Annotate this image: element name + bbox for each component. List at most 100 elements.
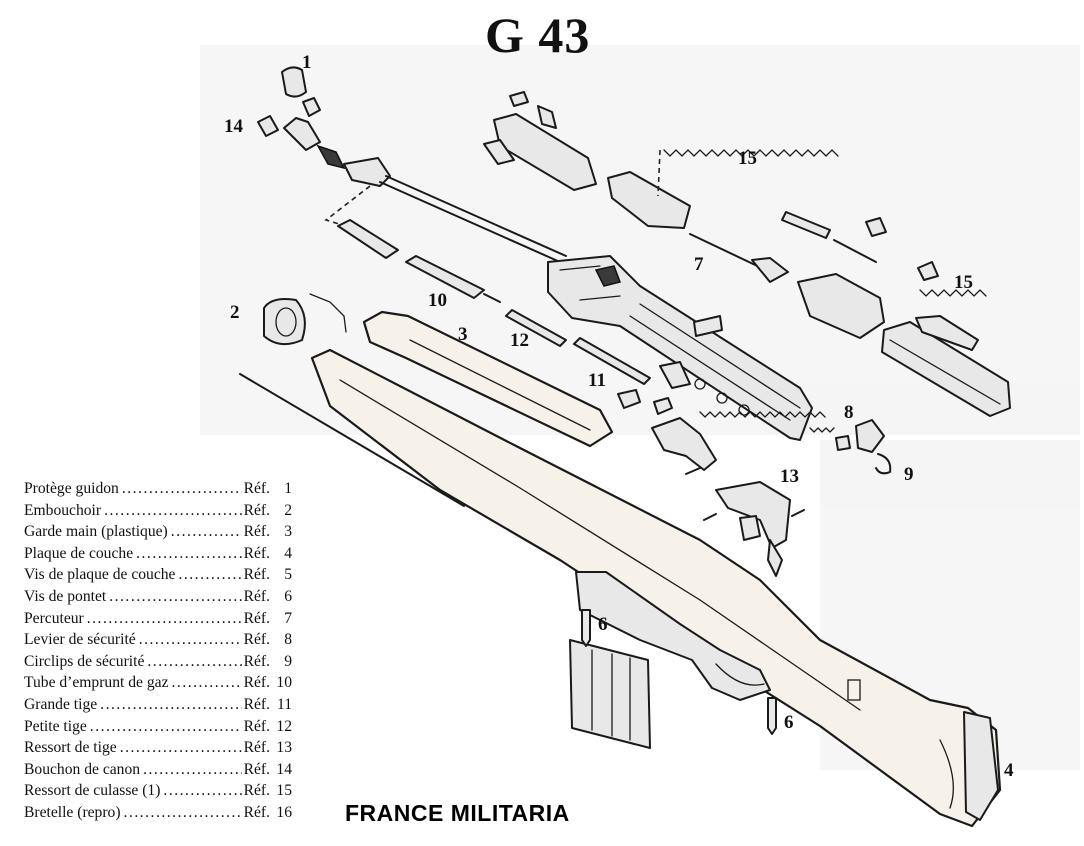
legend-row: Bretelle (repro)........................… [24, 802, 292, 824]
legend-row: Ressort de tige.........................… [24, 737, 292, 759]
legend-row: Plaque de couche........................… [24, 543, 292, 565]
callout-label: 8 [844, 402, 854, 423]
legend-part-name: Protège guidon [24, 480, 119, 497]
legend-ref-number: 8 [284, 631, 292, 649]
legend-row: Grande tige.............................… [24, 694, 292, 716]
legend-ref: Réf. [243, 587, 270, 605]
callout-label: 6 [784, 712, 794, 733]
legend-part-name: Petite tige [24, 717, 87, 735]
front-sight-protector-part [281, 66, 321, 117]
recoil-spring-part [663, 149, 839, 157]
trigger-group-part [617, 315, 826, 577]
legend-ref: Réf. [243, 652, 270, 670]
callout-label: 7 [694, 254, 704, 275]
legend-ref: Réf. [243, 631, 270, 649]
legend-part-name: Tube d’emprunt de gaz [24, 674, 169, 692]
magazine-part [569, 639, 651, 749]
legend-ref: Réf. [243, 695, 270, 713]
legend-row: Vis de pontet...........................… [24, 586, 292, 608]
legend-part-name: Plaque de couche [24, 544, 134, 562]
legend-part-name: Circlips de sécurité [24, 652, 145, 670]
legend-ref-number: 1 [284, 480, 292, 497]
callout-label: 11 [588, 370, 606, 391]
legend-row: Ressort de culasse (1)..................… [24, 780, 292, 802]
small-rod-part [505, 309, 567, 347]
legend-part-name: Vis de pontet [24, 587, 107, 605]
legend-row: Vis de plaque de couche.................… [24, 564, 292, 586]
callout-label: 10 [428, 290, 447, 311]
legend-ref: Réf. [243, 566, 270, 584]
callout-label: 4 [1004, 760, 1014, 781]
legend-part-name: Bretelle (repro) [24, 803, 121, 821]
legend-ref-number: 6 [284, 587, 292, 605]
legend-ref-number: 9 [284, 652, 292, 670]
buttplate-part [963, 711, 999, 821]
long-rod-part [573, 337, 651, 385]
callout-label: 9 [904, 464, 914, 485]
receiver-part [547, 255, 813, 441]
legend-part-name: Garde main (plastique) [24, 523, 168, 541]
legend-ref-number: 12 [276, 717, 292, 735]
legend-ref-number: 11 [276, 695, 292, 713]
legend-row: Circlips de sécurité....................… [24, 651, 292, 673]
legend-row: Levier de sécurité......................… [24, 629, 292, 651]
legend-ref-number: 16 [276, 803, 292, 821]
legend-ref-number: 13 [276, 739, 292, 757]
legend-ref: Réf. [243, 609, 270, 627]
callout-label: 1 [302, 52, 312, 73]
legend-part-name: Ressort de culasse (1) [24, 782, 161, 800]
legend-part-name: Embouchoir [24, 501, 102, 519]
legend-part-name: Bouchon de canon [24, 760, 141, 778]
legend-part-name: Levier de sécurité [24, 631, 136, 649]
legend-ref: Réf. [243, 803, 270, 821]
legend-row: Bouchon de canon........................… [24, 759, 292, 781]
legend-ref-number: 7 [284, 609, 292, 627]
callout-label: 2 [230, 302, 240, 323]
legend-ref-number: 3 [284, 523, 292, 541]
legend-row: Protège guidon..........................… [24, 478, 292, 500]
legend-ref: Réf. [243, 782, 270, 800]
legend-row: Embouchoir..............................… [24, 500, 292, 522]
callout-label: 15 [738, 148, 757, 169]
recoil-spring-part [919, 289, 987, 297]
legend-row: Petite tige.............................… [24, 716, 292, 738]
barrel-band-part [263, 293, 347, 346]
legend-part-name: Ressort de tige [24, 739, 117, 757]
legend-part-name: Percuteur [24, 609, 84, 627]
legend-part-name: Vis de plaque de couche [24, 566, 176, 584]
callout-label: 6 [598, 614, 608, 635]
cleaning-rod-part [239, 373, 465, 507]
bolt-carrier-part [797, 217, 1011, 417]
callout-label: 12 [510, 330, 529, 351]
legend-ref: Réf. [243, 739, 270, 757]
muzzle-cap-part [257, 115, 346, 170]
parts-legend: Protège guidon..........................… [24, 478, 292, 824]
brand-caption: FRANCE MILITARIA [345, 800, 570, 826]
callout-label: 15 [954, 272, 973, 293]
legend-row: Percuteur...............................… [24, 608, 292, 630]
spring-leader-line [657, 149, 661, 197]
trigger-guard-part [575, 571, 771, 701]
guard-screw-part [581, 609, 591, 647]
callout-label: 3 [458, 324, 468, 345]
legend-ref: Réf. [243, 674, 270, 692]
bolt-assembly-part [483, 91, 877, 283]
legend-row: Tube d’emprunt de gaz...................… [24, 672, 292, 694]
legend-ref-number: 5 [284, 566, 292, 584]
legend-ref-number: 2 [284, 501, 292, 519]
legend-ref: Réf. [243, 717, 270, 735]
legend-ref-number: 15 [276, 782, 292, 800]
legend-ref: Réf. [243, 760, 270, 778]
legend-part-name: Grande tige [24, 695, 98, 713]
legend-ref: Réf. [243, 544, 270, 562]
diagram-title: G 43 [485, 7, 591, 63]
safety-lever-part [809, 419, 892, 475]
callout-label: 14 [224, 116, 243, 137]
gas-cylinder-part [337, 219, 501, 303]
legend-ref-number: 14 [276, 760, 292, 778]
callout-label: 13 [780, 466, 799, 487]
legend-ref-number: 4 [284, 544, 292, 562]
legend-ref-number: 10 [276, 674, 292, 692]
